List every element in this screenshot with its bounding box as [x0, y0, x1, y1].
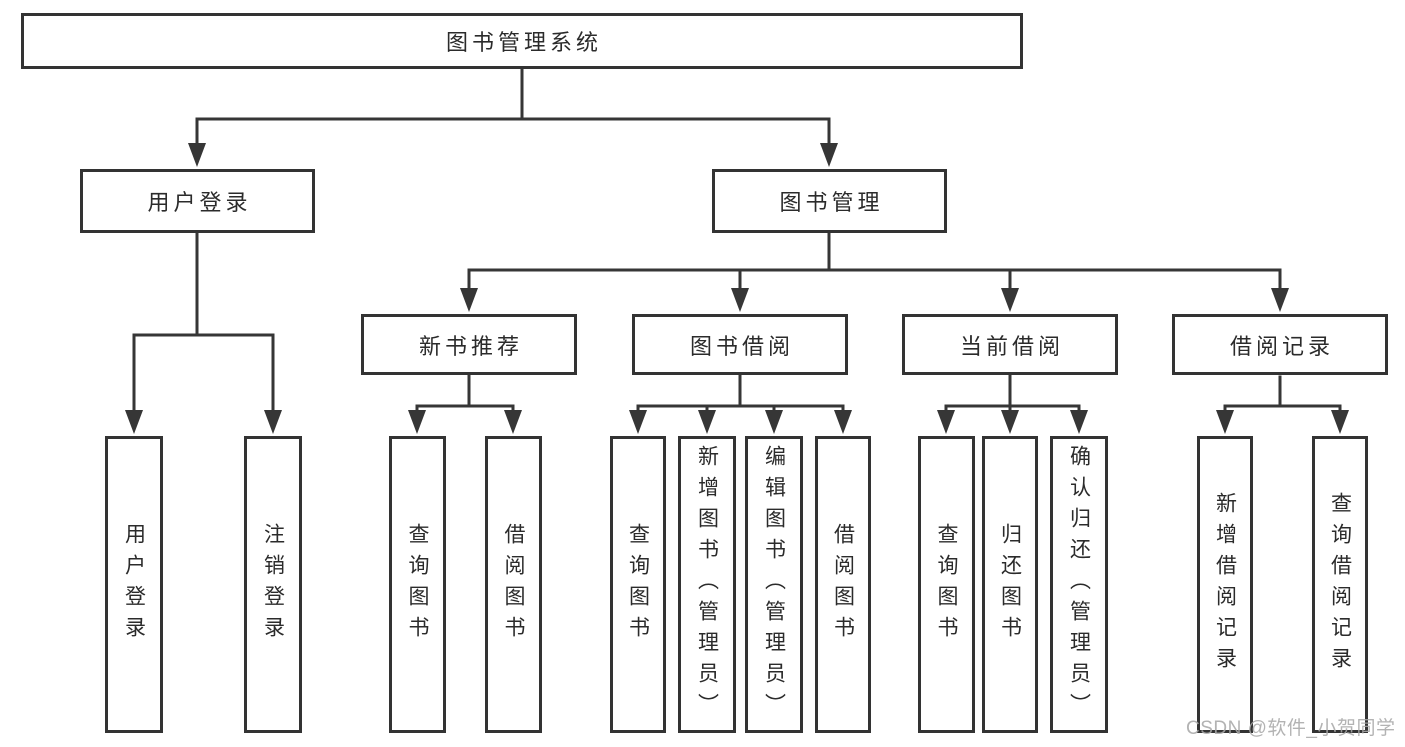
- leaf-borrow-books-recommend: 借阅图书: [485, 436, 542, 733]
- node-label: 借阅记录: [1229, 333, 1334, 359]
- leaf-confirm-return-admin: 确认归还（管理员）: [1050, 436, 1108, 733]
- leaf-add-borrow-record: 新增借阅记录: [1197, 436, 1253, 733]
- node-label: 新增图书（管理员）: [695, 445, 719, 724]
- node-label: 查询图书: [626, 522, 650, 647]
- node-label: 查询图书: [406, 522, 429, 647]
- leaf-query-borrow-record: 查询借阅记录: [1312, 436, 1368, 733]
- node-book-borrowing: 图书借阅: [632, 314, 848, 375]
- node-book-management: 图书管理: [712, 169, 947, 233]
- leaf-logout: 注销登录: [244, 436, 302, 733]
- node-label: 新书推荐: [418, 333, 523, 359]
- node-user-login: 用户登录: [80, 169, 315, 233]
- node-new-book-recommendation: 新书推荐: [361, 314, 577, 375]
- node-label: 借阅图书: [831, 522, 855, 647]
- node-label: 图书借阅: [689, 333, 794, 359]
- node-label: 注销登录: [261, 522, 285, 647]
- node-label: 图书管理系统: [445, 30, 602, 55]
- node-label: 当前借阅: [959, 333, 1064, 359]
- csdn-watermark: CSDN @软件_小贺同学: [1186, 718, 1396, 739]
- node-label: 查询图书: [935, 522, 958, 647]
- node-borrowing-records: 借阅记录: [1172, 314, 1388, 375]
- node-label: 编辑图书（管理员）: [762, 445, 786, 724]
- leaf-add-book-admin: 新增图书（管理员）: [678, 436, 736, 733]
- node-label: 归还图书: [998, 522, 1022, 647]
- leaf-query-books-current: 查询图书: [918, 436, 975, 733]
- leaf-query-books-borrowing: 查询图书: [610, 436, 666, 733]
- node-label: 借阅图书: [502, 522, 525, 647]
- leaf-return-book: 归还图书: [982, 436, 1038, 733]
- node-library-management-system: 图书管理系统: [21, 13, 1023, 69]
- node-label: 新增借阅记录: [1213, 491, 1237, 678]
- node-label: 查询借阅记录: [1328, 491, 1352, 678]
- leaf-borrow-books-borrowing: 借阅图书: [815, 436, 871, 733]
- node-current-borrowing: 当前借阅: [902, 314, 1118, 375]
- leaf-edit-book-admin: 编辑图书（管理员）: [745, 436, 803, 733]
- node-label: 图书管理: [779, 190, 884, 215]
- leaf-query-books-recommend: 查询图书: [389, 436, 446, 733]
- node-label: 用户登录: [147, 190, 252, 215]
- node-label: 确认归还（管理员）: [1067, 445, 1091, 724]
- node-label: 用户登录: [122, 522, 146, 647]
- leaf-user-login: 用户登录: [105, 436, 163, 733]
